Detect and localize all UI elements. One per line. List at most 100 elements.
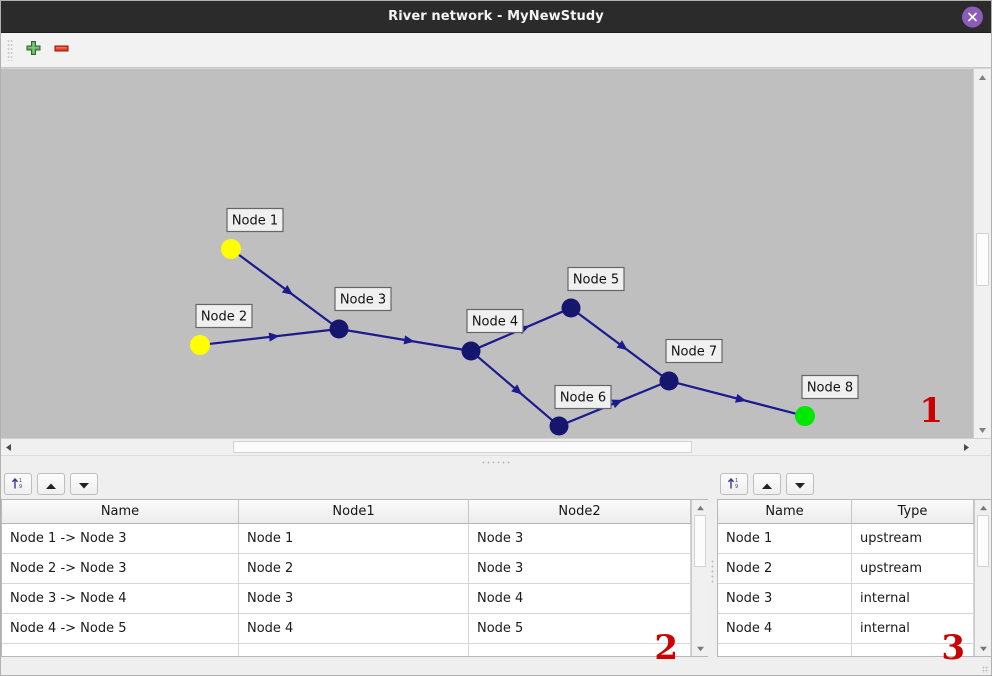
reaches-vscroll-track[interactable] [692, 515, 708, 641]
reaches-cell[interactable]: Node 1 -> Node 3 [2, 523, 239, 554]
reaches-cell[interactable]: Node 2 [238, 553, 469, 584]
reaches-move-down-button[interactable] [70, 473, 98, 495]
reaches-column-header[interactable]: Name [2, 500, 239, 524]
table-row[interactable] [718, 643, 974, 656]
diagram-vscroll-thumb[interactable] [976, 233, 989, 286]
reaches-cell[interactable]: Node 4 [468, 583, 691, 614]
scroll-down-arrow-icon[interactable] [974, 422, 991, 438]
reaches-cell[interactable]: Node 4 -> Node 5 [2, 613, 239, 644]
nodes-vertical-scrollbar[interactable] [974, 500, 991, 656]
reaches-cell[interactable] [2, 643, 239, 656]
scroll-left-arrow-icon[interactable] [1, 439, 16, 455]
nodes-cell[interactable]: Node 1 [718, 523, 852, 554]
scroll-right-arrow-icon[interactable] [959, 439, 974, 455]
nodes-move-down-button[interactable] [786, 473, 814, 495]
edge-Node2-to-Node3[interactable] [209, 328, 331, 346]
node-label-Node6[interactable]: Node 6 [554, 384, 612, 410]
reaches-scroll-down-arrow-icon[interactable] [692, 641, 708, 656]
diagram-vscroll-track[interactable] [974, 85, 991, 422]
nodes-sort-button[interactable]: 1 9 [720, 473, 748, 495]
node-marker-Node6[interactable] [549, 416, 569, 436]
diagram-hscroll-track[interactable] [16, 439, 959, 455]
edge-Node7-to-Node8[interactable] [677, 382, 797, 415]
reaches-column-header[interactable]: Node2 [468, 500, 691, 524]
node-label-text: Node 2 [201, 310, 247, 325]
toolbar-drag-handle[interactable] [7, 39, 13, 61]
nodes-scroll-down-arrow-icon[interactable] [975, 641, 991, 656]
reaches-cell[interactable]: Node 1 [238, 523, 469, 554]
remove-node-button[interactable] [47, 37, 75, 63]
node-label-Node7[interactable]: Node 7 [665, 338, 723, 364]
diagram-vertical-scrollbar[interactable] [973, 69, 991, 438]
node-marker-Node3[interactable] [329, 319, 349, 339]
edge-Node3-to-Node4[interactable] [347, 329, 463, 351]
nodes-scroll-up-arrow-icon[interactable] [975, 500, 991, 515]
nodes-cell[interactable] [718, 643, 852, 656]
nodes-cell[interactable]: Node 4 [718, 613, 852, 644]
node-label-Node5[interactable]: Node 5 [567, 266, 625, 292]
horizontal-splitter[interactable] [1, 455, 991, 469]
nodes-cell[interactable]: Node 2 [718, 553, 852, 584]
reaches-sort-button[interactable]: 1 9 [4, 473, 32, 495]
nodes-cell[interactable]: upstream [851, 523, 974, 554]
reaches-cell[interactable]: Node 5 [468, 613, 691, 644]
scroll-up-arrow-icon[interactable] [974, 69, 991, 85]
add-node-button[interactable] [19, 37, 47, 63]
diagram-horizontal-scrollbar[interactable] [1, 438, 991, 455]
node-marker-Node4[interactable] [461, 341, 481, 361]
node-label-Node4[interactable]: Node 4 [466, 308, 524, 334]
edge-Node6-to-Node7[interactable] [566, 383, 662, 424]
node-marker-Node5[interactable] [561, 298, 581, 318]
nodes-cell[interactable]: Node 3 [718, 583, 852, 614]
reaches-cell[interactable]: Node 3 [468, 553, 691, 584]
resize-grip-icon[interactable] [982, 666, 989, 673]
reaches-vertical-scrollbar[interactable] [691, 500, 708, 656]
nodes-move-up-button[interactable] [753, 473, 781, 495]
nodes-cell[interactable]: internal [851, 613, 974, 644]
reaches-cell[interactable]: Node 2 -> Node 3 [2, 553, 239, 584]
nodes-cell[interactable]: internal [851, 583, 974, 614]
node-label-Node2[interactable]: Node 2 [195, 303, 253, 329]
close-icon[interactable] [962, 6, 983, 27]
nodes-cell[interactable] [851, 643, 974, 656]
reaches-scroll-up-arrow-icon[interactable] [692, 500, 708, 515]
reaches-column-header[interactable]: Node1 [238, 500, 469, 524]
reaches-cell[interactable]: Node 3 -> Node 4 [2, 583, 239, 614]
node-marker-Node7[interactable] [659, 371, 679, 391]
diagram-hscroll-thumb[interactable] [232, 441, 693, 453]
node-marker-Node2[interactable] [190, 335, 210, 355]
network-canvas[interactable]: Node 1 Node 2 Node 3 Node 4 Node 5 Node 6 Node… [1, 69, 973, 438]
edge-Node4-to-Node6[interactable] [477, 356, 553, 421]
vertical-splitter[interactable] [708, 469, 717, 675]
node-label-Node8[interactable]: Node 8 [801, 374, 859, 400]
nodes-cell[interactable]: upstream [851, 553, 974, 584]
nodes-vscroll-track[interactable] [975, 515, 991, 641]
reaches-vscroll-thumb[interactable] [694, 515, 706, 568]
reaches-cell[interactable]: Node 4 [238, 613, 469, 644]
node-label-Node1[interactable]: Node 1 [226, 207, 284, 233]
table-row[interactable] [2, 643, 691, 656]
edge-Node1-to-Node3[interactable] [237, 253, 333, 325]
nodes-column-header[interactable]: Name [718, 500, 852, 524]
nodes-vscroll-thumb[interactable] [977, 515, 989, 568]
node-marker-Node8[interactable] [795, 406, 815, 426]
reaches-cell[interactable] [238, 643, 469, 656]
reaches-cell[interactable] [468, 643, 691, 656]
reaches-move-up-button[interactable] [37, 473, 65, 495]
node-marker-Node1[interactable] [221, 239, 241, 259]
edge-Node5-to-Node7[interactable] [577, 312, 663, 377]
node-label-Node3[interactable]: Node 3 [334, 286, 392, 312]
reaches-cell[interactable]: Node 3 [468, 523, 691, 554]
nodes-column-header[interactable]: Type [851, 500, 974, 524]
reaches-cell[interactable]: Node 3 [238, 583, 469, 614]
